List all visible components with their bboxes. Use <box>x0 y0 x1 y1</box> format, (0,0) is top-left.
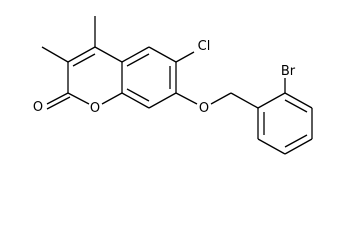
bond-o1-c2 <box>67 92 90 105</box>
bond-o-ether-ch2 <box>210 92 232 105</box>
bond-c3-c4 <box>67 46 96 63</box>
bond-c5-c6 <box>148 46 177 63</box>
atom-label-o-carbonyl: O <box>33 100 43 115</box>
bond-ar-3-inner <box>284 134 308 148</box>
bond-c8a-o1 <box>101 92 123 105</box>
bond-c8-c8a-inner <box>126 88 150 102</box>
bond-ar-3 <box>284 138 313 155</box>
bond-c8-c8a <box>121 92 150 109</box>
bond-c4-c4a <box>94 46 123 63</box>
atom-labels: O O O Cl Br <box>33 39 296 116</box>
bond-ar-2 <box>257 138 286 155</box>
bond-c4a-c5 <box>121 46 150 63</box>
bond-ch2-c1prime <box>230 92 259 109</box>
bond-c4a-c5-inner <box>126 53 150 67</box>
atom-label-o-ring: O <box>90 101 100 116</box>
bond-ar-6 <box>257 92 286 109</box>
atom-label-br: Br <box>281 64 296 79</box>
atom-label-cl: Cl <box>198 39 211 54</box>
structure-diagram: O O O Cl Br <box>33 16 313 155</box>
bond-ar-5-inner <box>284 99 308 113</box>
bonds <box>41 16 313 155</box>
atom-label-o-ether: O <box>199 101 209 116</box>
bond-c2-o-carbonyl <box>46 92 69 105</box>
bond-c3-c4-inner <box>72 53 96 67</box>
bond-ar-5 <box>284 92 313 109</box>
bond-c2-o-carbonyl-double <box>46 96 71 110</box>
bond-c6-cl <box>175 51 195 63</box>
bond-c7-c8 <box>148 92 177 109</box>
bond-c7-o-ether <box>175 92 198 105</box>
bond-methyl-3 <box>41 46 69 63</box>
